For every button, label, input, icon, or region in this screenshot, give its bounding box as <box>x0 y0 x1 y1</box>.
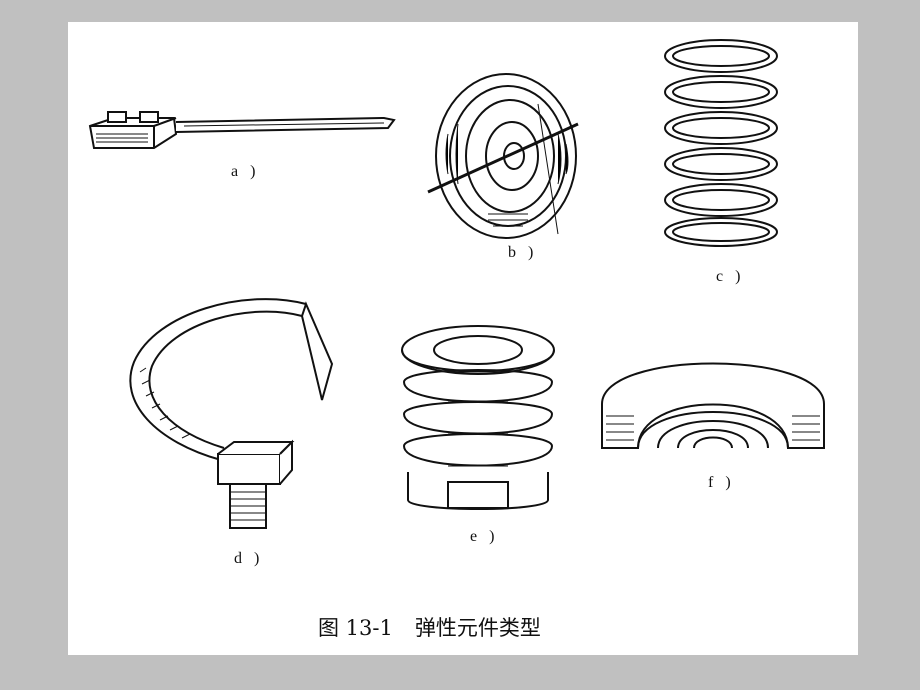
panel-label-e: e ) <box>470 528 499 545</box>
c-ring-spring-illustration <box>126 292 346 537</box>
spiral-spring-illustration <box>418 64 588 239</box>
panel-label-d: d ) <box>234 550 264 567</box>
bellows-illustration <box>398 322 558 512</box>
panel-label-a: a ) <box>231 163 260 180</box>
panel-label-b: b ) <box>508 244 538 261</box>
coil-spring-illustration <box>656 34 786 254</box>
caption-number: 图 13-1 <box>318 616 393 640</box>
diaphragm-illustration <box>598 360 828 460</box>
caption-title: 弹性元件类型 <box>414 616 541 640</box>
panel-label-c: c ) <box>716 268 745 285</box>
figure-caption: 图 13-1 弹性元件类型 <box>318 612 541 642</box>
figure-sheet: a ) b ) <box>68 22 858 655</box>
panel-label-f: f ) <box>708 474 735 491</box>
flat-spring-illustration <box>84 104 404 164</box>
